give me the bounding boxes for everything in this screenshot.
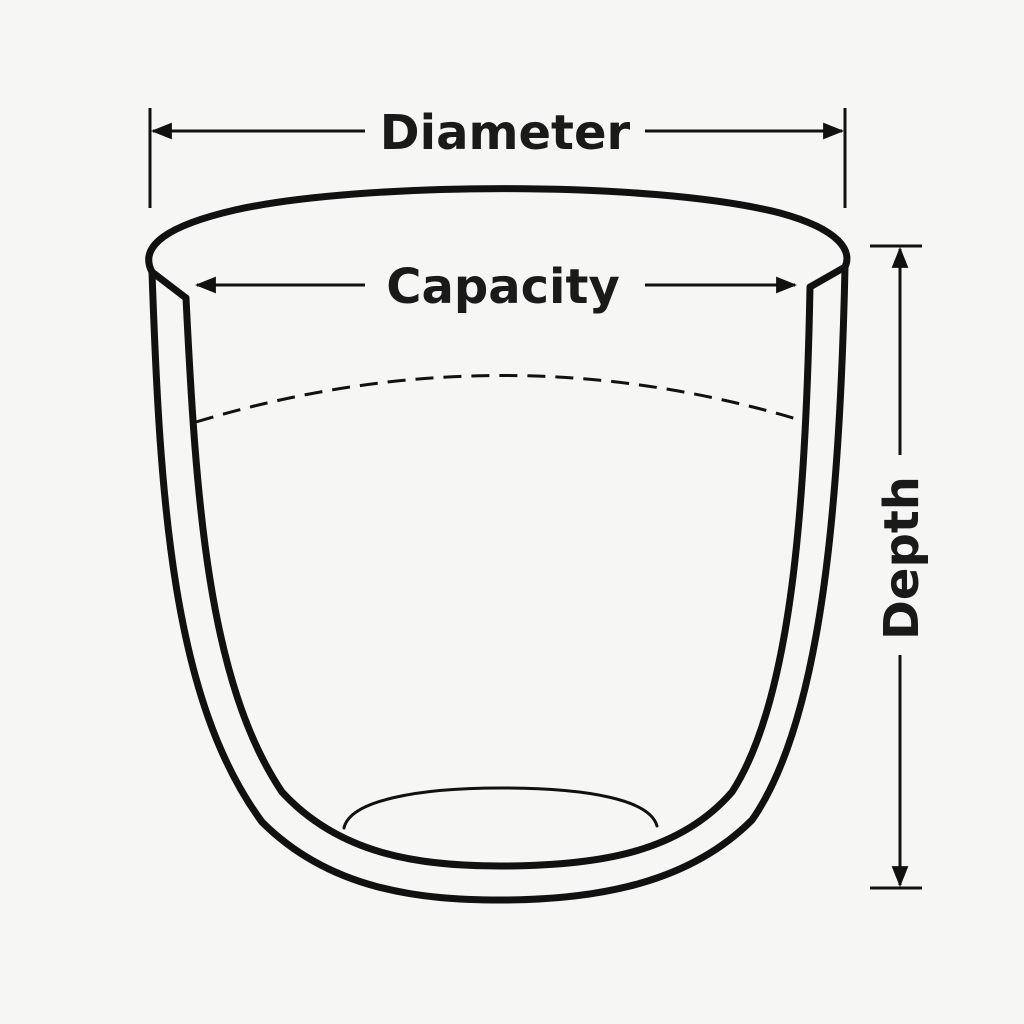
capacity-dimension: Capacity — [194, 259, 801, 424]
cup-outer-wall — [148, 263, 849, 904]
cup-bottom-ellipse — [342, 786, 659, 830]
cup-rim-top — [145, 185, 851, 276]
capacity-label: Capacity — [386, 259, 620, 315]
cup-inner-wall — [182, 283, 814, 870]
depth-label: Depth — [874, 476, 930, 640]
cup-rim-left-edge — [148, 268, 190, 302]
depth-dimension: Depth — [870, 244, 930, 890]
fill-level-dashed-line — [195, 374, 801, 424]
diameter-label: Diameter — [380, 105, 631, 161]
diameter-dimension: Diameter — [148, 105, 847, 208]
cup-rim-right-edge — [806, 263, 849, 291]
cup-outline — [145, 185, 851, 904]
